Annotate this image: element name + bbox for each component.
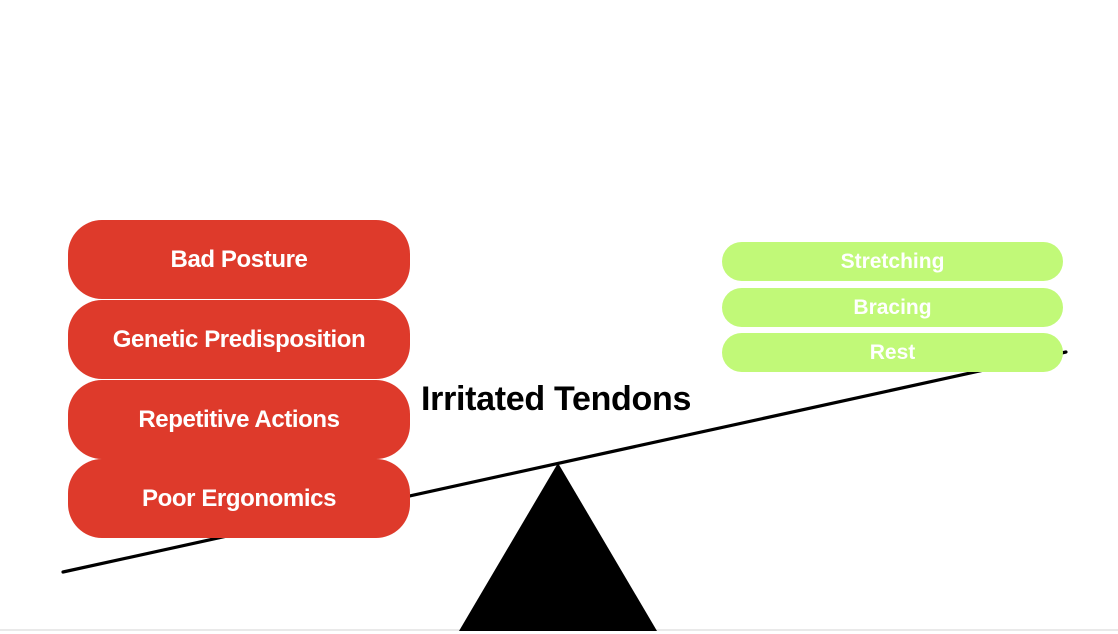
remedy-pill: Bracing	[722, 288, 1063, 327]
cause-pill: Poor Ergonomics	[68, 459, 410, 538]
cause-pill-label: Poor Ergonomics	[141, 484, 337, 512]
cause-pill-label: Repetitive Actions	[138, 405, 340, 433]
remedy-pill-label: Bracing	[853, 295, 932, 319]
cause-pill: Genetic Predisposition	[68, 300, 410, 379]
cause-pill-label: Bad Posture	[170, 245, 308, 273]
remedy-pill-label: Stretching	[840, 249, 945, 273]
page-title: Irritated Tendons	[421, 380, 692, 418]
cause-pill-label: Genetic Predisposition	[112, 325, 366, 353]
remedy-pill: Stretching	[722, 242, 1063, 281]
fulcrum-triangle-icon	[459, 463, 657, 631]
cause-pill: Repetitive Actions	[68, 380, 410, 459]
cause-pill: Bad Posture	[68, 220, 410, 299]
remedy-pill: Rest	[722, 333, 1063, 372]
remedy-pill-label: Rest	[869, 340, 916, 364]
